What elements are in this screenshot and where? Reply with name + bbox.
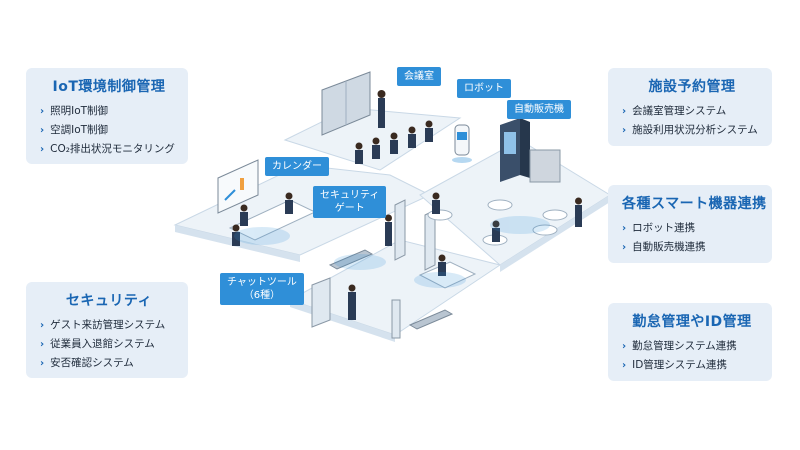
list-item: ›施設利用状況分析システム	[622, 121, 762, 140]
tag-chat-tool-line2: （6種）	[227, 289, 297, 302]
tag-meeting-room: 会議室	[397, 67, 441, 86]
chevron-right-icon: ›	[622, 223, 626, 234]
chevron-right-icon: ›	[40, 320, 44, 331]
robot	[452, 125, 472, 163]
vending-machine	[500, 118, 560, 182]
list-item: ›空調IoT制御	[40, 121, 178, 140]
list-item: ›CO₂排出状況モニタリング	[40, 140, 178, 159]
card-title: 施設予約管理	[622, 76, 762, 96]
card-facility-booking: 施設予約管理 ›会議室管理システム ›施設利用状況分析システム	[608, 68, 772, 146]
chevron-right-icon: ›	[40, 106, 44, 117]
list-item: ›勤怠管理システム連携	[622, 337, 762, 356]
presenter	[378, 98, 385, 128]
chevron-right-icon: ›	[40, 358, 44, 369]
tag-robot: ロボット	[457, 79, 511, 98]
list-item: ›会議室管理システム	[622, 102, 762, 121]
card-list: ›会議室管理システム ›施設利用状況分析システム	[622, 102, 762, 140]
card-list: ›ロボット連携 ›自動販売機連携	[622, 219, 762, 257]
tag-calendar: カレンダー	[265, 157, 329, 176]
list-item: ›ロボット連携	[622, 219, 762, 238]
chevron-right-icon: ›	[40, 339, 44, 350]
chevron-right-icon: ›	[622, 125, 626, 136]
list-item: ›照明IoT制御	[40, 102, 178, 121]
card-list: ›勤怠管理システム連携 ›ID管理システム連携	[622, 337, 762, 375]
card-title: IoT環境制御管理	[40, 76, 178, 96]
card-list: ›照明IoT制御 ›空調IoT制御 ›CO₂排出状況モニタリング	[40, 102, 178, 159]
card-attendance-id: 勤怠管理やID管理 ›勤怠管理システム連携 ›ID管理システム連携	[608, 303, 772, 381]
tag-chat-tool: チャットツール （6種）	[220, 273, 304, 305]
list-item: ›自動販売機連携	[622, 238, 762, 257]
card-security: セキュリティ ›ゲスト来訪管理システム ›従業員入退館システム ›安否確認システ…	[26, 282, 188, 378]
list-item: ›ID管理システム連携	[622, 356, 762, 375]
tag-vending-machine: 自動販売機	[507, 100, 571, 119]
list-item: ›ゲスト来訪管理システム	[40, 316, 178, 335]
card-smart-devices: 各種スマート機器連携 ›ロボット連携 ›自動販売機連携	[608, 185, 772, 263]
chevron-right-icon: ›	[622, 242, 626, 253]
card-list: ›ゲスト来訪管理システム ›従業員入退館システム ›安否確認システム	[40, 316, 178, 373]
card-iot-control: IoT環境制御管理 ›照明IoT制御 ›空調IoT制御 ›CO₂排出状況モニタリ…	[26, 68, 188, 164]
card-title: セキュリティ	[40, 290, 178, 310]
chevron-right-icon: ›	[622, 341, 626, 352]
tag-chat-tool-line1: チャットツール	[227, 276, 297, 289]
card-title: 各種スマート機器連携	[622, 193, 762, 213]
tag-security-gate-line1: セキュリティ	[320, 189, 379, 202]
list-item: ›安否確認システム	[40, 354, 178, 373]
chevron-right-icon: ›	[622, 106, 626, 117]
chevron-right-icon: ›	[40, 125, 44, 136]
card-title: 勤怠管理やID管理	[622, 311, 762, 331]
tag-security-gate-line2: ゲート	[320, 202, 379, 215]
chevron-right-icon: ›	[622, 360, 626, 371]
tag-security-gate: セキュリティ ゲート	[313, 186, 386, 218]
list-item: ›従業員入退館システム	[40, 335, 178, 354]
chevron-right-icon: ›	[40, 144, 44, 155]
